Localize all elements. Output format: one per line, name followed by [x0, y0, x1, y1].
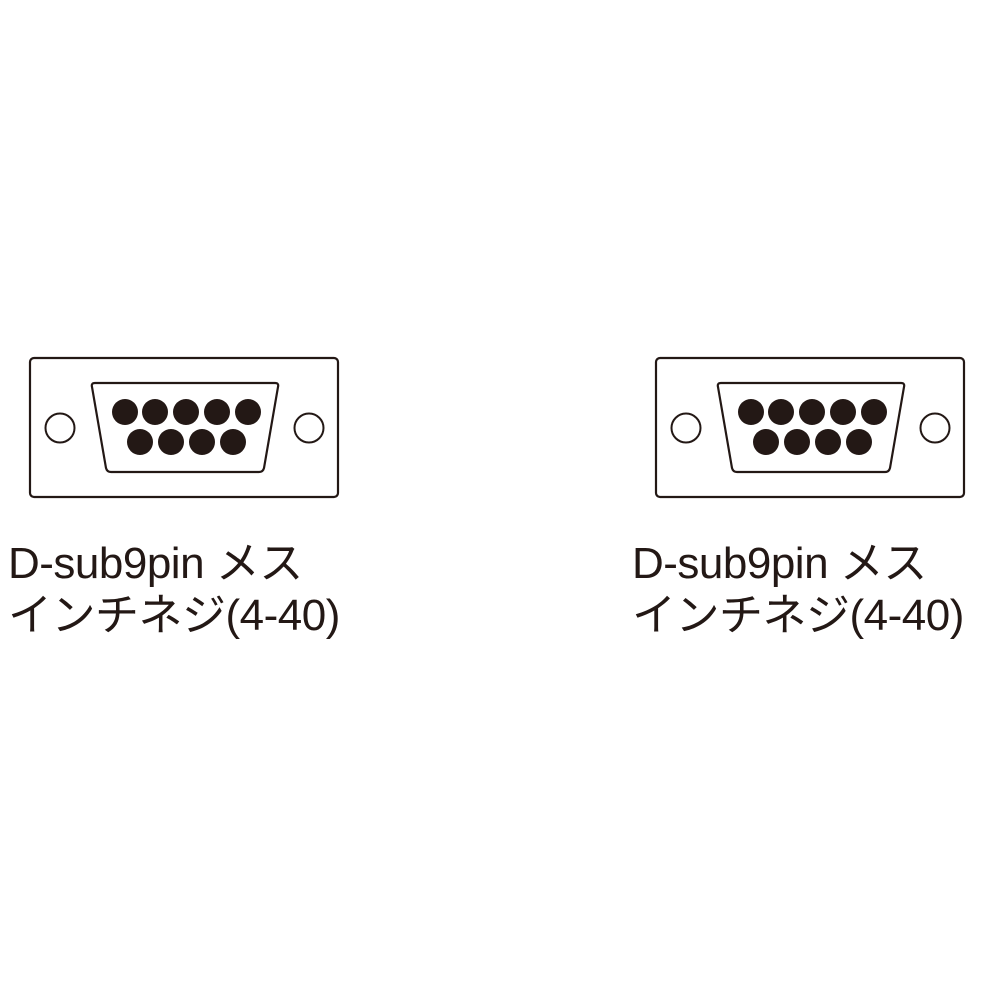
left-label-line2: インチネジ(4-40): [8, 591, 340, 640]
right-dsub9-connector: [654, 356, 968, 500]
left-connector-label: D-sub9pin メス インチネジ(4-40): [8, 538, 340, 642]
right-label-line2: インチネジ(4-40): [632, 591, 964, 640]
left-dsub9-connector: [28, 356, 342, 500]
right-label-line1: D-sub9pin メス: [632, 539, 927, 588]
dsub9-female-icon: [654, 356, 966, 499]
dsub9-female-icon: [28, 356, 340, 499]
left-label-line1: D-sub9pin メス: [8, 539, 303, 588]
right-connector-label: D-sub9pin メス インチネジ(4-40): [632, 538, 964, 642]
